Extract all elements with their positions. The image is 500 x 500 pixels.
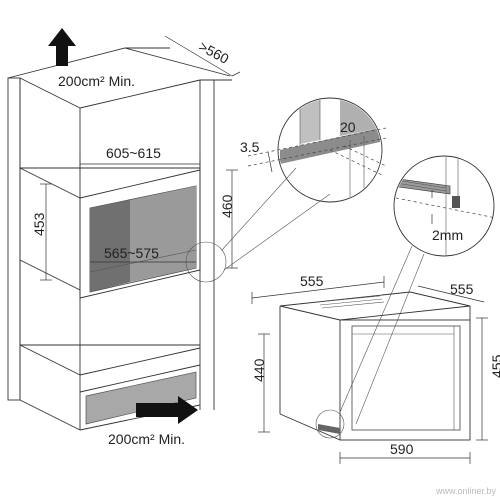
bottom-vent-label: 200cm² Min. (108, 431, 185, 447)
door-gap-detail: 2mm (393, 155, 497, 257)
cabinet-side-panel (7, 77, 21, 401)
oven-height-440-dimension: 440 (251, 333, 270, 433)
right-arrow-icon (136, 396, 198, 424)
depth-dimension: >560 (164, 35, 241, 77)
bottom-vent-opening (85, 371, 197, 425)
height-453-label: 453 (31, 212, 47, 236)
inner-width-range-label: 565~575 (104, 245, 159, 261)
oven-height-455-label: 455 (489, 354, 500, 378)
depth-20-dimension: 20 (329, 119, 387, 177)
height-453-dimension: 453 (31, 183, 52, 281)
oven-front-width-label: 590 (390, 441, 414, 457)
width-dimension: 605~615 (79, 145, 201, 170)
top-vent-label: 200cm² Min. (58, 73, 135, 89)
cabinet (7, 47, 232, 431)
oven-depth-label: 555 (450, 281, 474, 297)
oven-width-label: 555 (300, 273, 324, 289)
gap-2mm-label: 2mm (432, 227, 463, 243)
oven-cavity (89, 185, 197, 293)
oven-height-440-label: 440 (251, 358, 267, 382)
recess-detail (277, 97, 383, 203)
depth-20-label: 20 (340, 119, 356, 135)
gap-3-5-label: 3.5 (240, 139, 260, 155)
width-range-label: 605~615 (106, 145, 161, 161)
inner-width-dimension: 565~575 (90, 245, 196, 263)
oven-width-dimension: 555 (251, 273, 385, 304)
height-460-label: 460 (219, 194, 235, 218)
gap-3-5-dimension: 3.5 (240, 127, 387, 173)
depth-min-label: >560 (196, 38, 232, 67)
oven-unit (279, 291, 471, 441)
oven-front-width-dimension: 590 (339, 441, 471, 464)
up-arrow-icon (48, 28, 76, 66)
oven-depth-dimension: 555 (417, 281, 485, 303)
oven-height-455-dimension: 455 (476, 317, 500, 441)
height-460-dimension: 460 (219, 169, 238, 269)
cabinet-detail-marker (185, 241, 227, 283)
watermark: www.onliner.by (435, 486, 497, 496)
